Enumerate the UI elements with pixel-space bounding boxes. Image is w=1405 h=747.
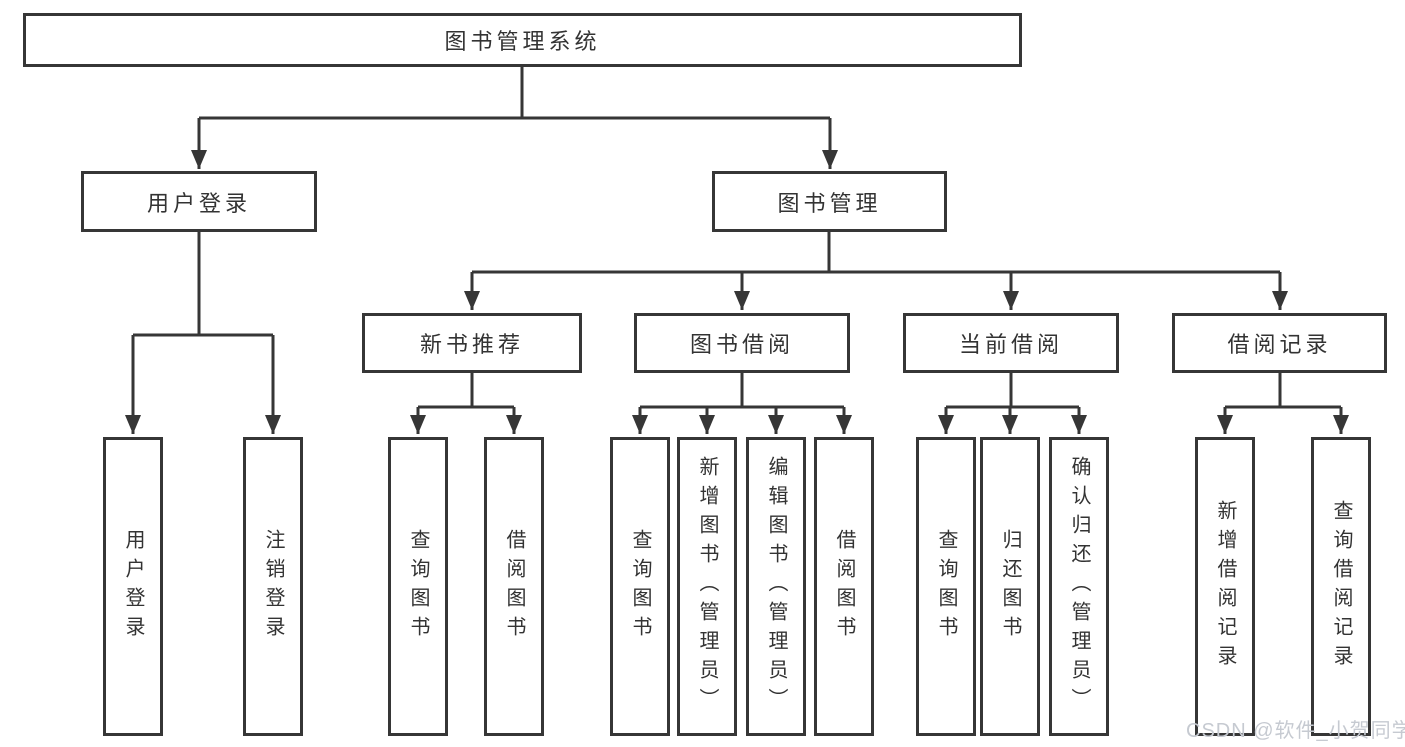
node-label: 图书管理系统	[444, 29, 601, 54]
leaf-query-book-1: 查询图书	[388, 437, 448, 736]
csdn-watermark: CSDN @软件_小贺同学	[1186, 720, 1405, 742]
leaf-borrow-book-1: 借阅图书	[484, 437, 544, 736]
leaf-label: 借阅图书	[833, 528, 855, 645]
connector-newbook-split	[418, 373, 514, 409]
node-label: 图书管理	[777, 190, 882, 216]
connector-bookmgmt-split	[472, 232, 1280, 274]
node-label: 图书借阅	[689, 332, 794, 357]
leaf-label: 归还图书	[999, 528, 1021, 645]
node-book-borrow: 图书借阅	[634, 313, 850, 373]
node-label: 新书推荐	[419, 332, 524, 357]
leaf-add-borrow-record: 新增借阅记录	[1195, 437, 1255, 736]
leaf-label: 新增借阅记录	[1214, 499, 1236, 674]
node-borrow-record: 借阅记录	[1172, 313, 1387, 373]
node-root-system: 图书管理系统	[23, 13, 1022, 67]
node-current-borrow: 当前借阅	[903, 313, 1119, 373]
leaf-label: 确认归还（管理员）	[1068, 456, 1090, 717]
connector-record-split	[1225, 373, 1341, 409]
node-book-management-branch: 图书管理	[712, 171, 947, 232]
leaf-query-book-3: 查询图书	[916, 437, 976, 736]
connector-userlogin-split	[133, 232, 273, 337]
leaf-query-book-2: 查询图书	[610, 437, 670, 736]
leaf-label: 查询图书	[407, 528, 429, 645]
node-label: 用户登录	[146, 190, 251, 216]
leaf-label: 查询图书	[935, 528, 957, 645]
leaf-label: 注销登录	[262, 528, 284, 645]
node-label: 当前借阅	[958, 332, 1063, 357]
leaf-query-borrow-record: 查询借阅记录	[1311, 437, 1371, 736]
node-user-login-branch: 用户登录	[81, 171, 317, 232]
leaf-label: 借阅图书	[503, 528, 525, 645]
leaf-label: 查询借阅记录	[1330, 499, 1352, 674]
leaf-borrow-book-2: 借阅图书	[814, 437, 874, 736]
leaf-confirm-return-admin: 确认归还（管理员）	[1049, 437, 1109, 736]
leaf-label: 新增图书（管理员）	[696, 456, 718, 717]
connector-borrow-split	[640, 373, 844, 409]
leaf-user-login: 用户登录	[103, 437, 163, 736]
node-new-book-recommend: 新书推荐	[362, 313, 582, 373]
leaf-label: 编辑图书（管理员）	[765, 456, 787, 717]
leaf-return-book: 归还图书	[980, 437, 1040, 736]
leaf-add-book-admin: 新增图书（管理员）	[677, 437, 737, 736]
leaf-label: 查询图书	[629, 528, 651, 645]
leaf-label: 用户登录	[122, 528, 144, 645]
connector-root-to-level2	[199, 67, 830, 120]
leaf-logout: 注销登录	[243, 437, 303, 736]
node-label: 借阅记录	[1227, 332, 1332, 357]
connector-current-split	[946, 373, 1079, 409]
leaf-edit-book-admin: 编辑图书（管理员）	[746, 437, 806, 736]
